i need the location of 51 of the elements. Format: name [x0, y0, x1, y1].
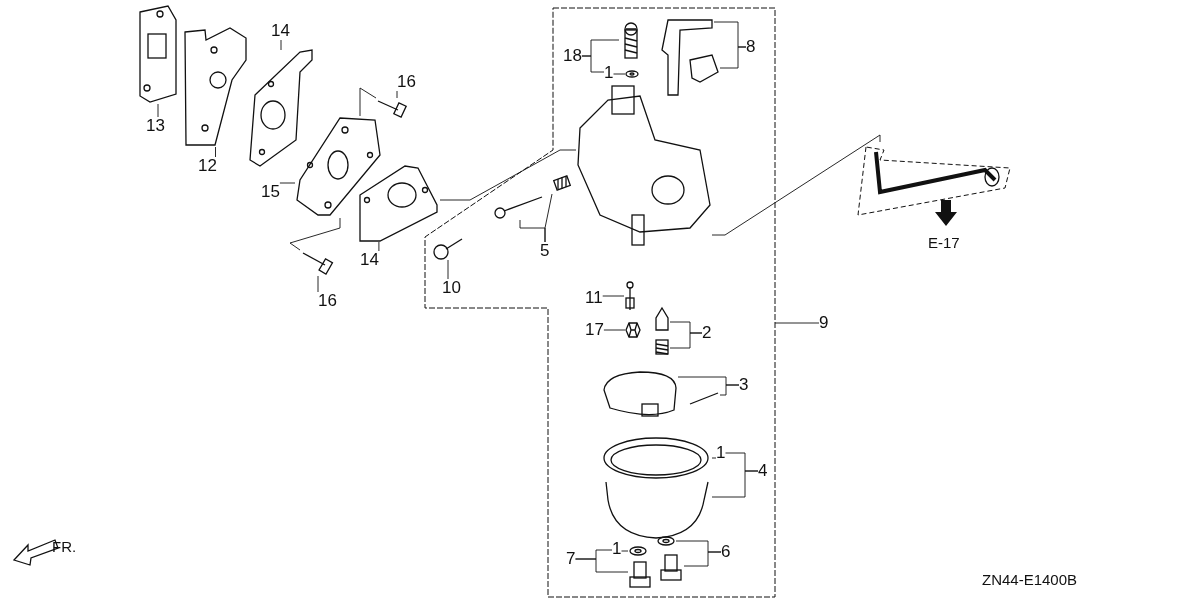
callout-number: 14 [360, 251, 379, 269]
leader-line [683, 551, 722, 567]
callout-number: 15 [261, 183, 280, 201]
leader-line [581, 55, 605, 73]
callout-number: 1 [716, 444, 726, 462]
leader-line [613, 73, 626, 75]
callout-number: 6 [721, 543, 731, 561]
leader-line [711, 470, 759, 498]
leader-line [280, 39, 282, 51]
callout-number: 17 [585, 321, 604, 339]
callout-number: 1 [612, 540, 622, 558]
leader-line [378, 241, 380, 252]
alignment-line [359, 87, 377, 117]
leader-line [603, 329, 626, 331]
leader-line [519, 219, 546, 243]
callout-number: 12 [198, 157, 217, 175]
alignment-line [439, 149, 577, 201]
callout-number: 16 [318, 292, 337, 310]
alignment-line [289, 217, 341, 251]
leader-line [719, 46, 747, 69]
leader-line [447, 259, 449, 280]
callout-number: 9 [819, 314, 829, 332]
leader-line [157, 103, 159, 118]
diagram-code: ZN44-E1400B [982, 571, 1078, 588]
callout-number: 7 [566, 550, 576, 568]
callout-number: 13 [146, 117, 165, 135]
callout-number: 10 [442, 279, 461, 297]
leader-line [621, 550, 629, 552]
callout-number: 8 [746, 38, 756, 56]
callout-number: 1 [604, 64, 614, 82]
direction-label: FR. [52, 538, 77, 555]
leader-line [719, 384, 740, 396]
leader-line [396, 90, 398, 99]
callout-number: 16 [397, 73, 416, 91]
leader-line [575, 558, 629, 573]
leader-line [711, 457, 717, 459]
callout-number: 11 [585, 289, 603, 307]
callout-number: 4 [758, 462, 768, 480]
callout-number: 5 [540, 242, 550, 260]
callout-number: 14 [271, 22, 290, 40]
leader-line [669, 332, 703, 349]
leader-line [774, 322, 820, 324]
callout-number: 18 [563, 47, 582, 65]
leader-line [317, 275, 319, 293]
leader-line [215, 146, 216, 158]
alignment-line [711, 134, 881, 236]
callout-number: 2 [702, 324, 712, 342]
leader-line [279, 182, 296, 184]
reference-code: E-17 [928, 234, 960, 251]
callout-number: 3 [739, 376, 749, 394]
leader-line [602, 295, 625, 297]
